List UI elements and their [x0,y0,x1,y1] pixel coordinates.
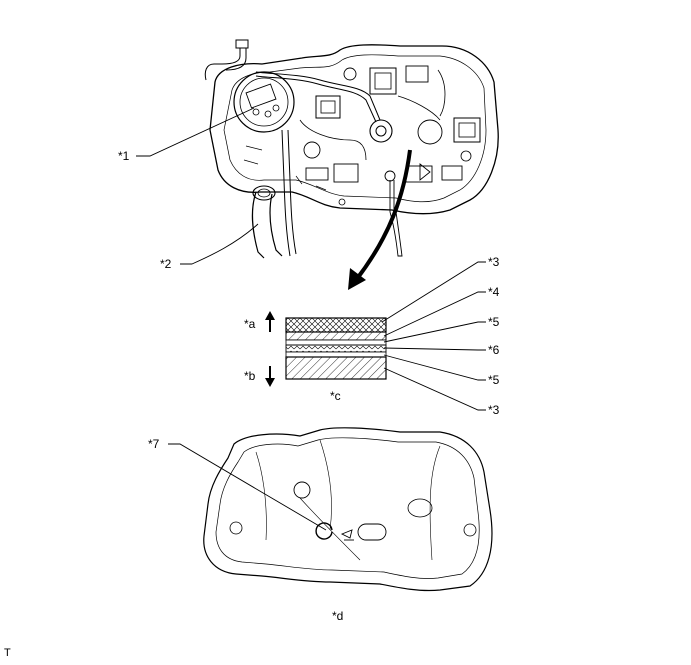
cross-section-layers [285,317,387,380]
callout-a: *a [244,317,256,331]
layer-6 [285,344,387,353]
layer-4 [285,331,387,341]
layer-3-bottom [285,356,387,380]
layer-5-top [285,339,387,346]
callout-c: *c [330,389,341,403]
fuel-tank-top-view [204,39,499,259]
layer-5-bottom [285,351,387,358]
callout-5-top: *5 [488,315,500,329]
callout-4: *4 [488,285,500,299]
footer-mark: T [4,647,11,659]
callout-7: *7 [148,437,160,451]
callout-leaders [136,107,327,531]
callout-1: *1 [118,149,130,163]
callout-5-bottom: *5 [488,373,500,387]
layer-3-top [285,317,387,333]
section-arrow [348,149,412,290]
callout-3-top: *3 [488,255,500,269]
callout-d: *d [332,609,343,623]
callout-6: *6 [488,343,500,357]
direction-arrows [265,311,275,387]
fuel-tank-bottom-view [203,427,493,592]
callout-labels: *1 *2 *3 *4 *5 *6 *5 *3 *a *b *c *7 *d T [4,149,500,659]
section-leaders [381,261,486,411]
callout-2: *2 [160,257,172,271]
callout-3-bottom: *3 [488,403,500,417]
callout-b: *b [244,369,256,383]
